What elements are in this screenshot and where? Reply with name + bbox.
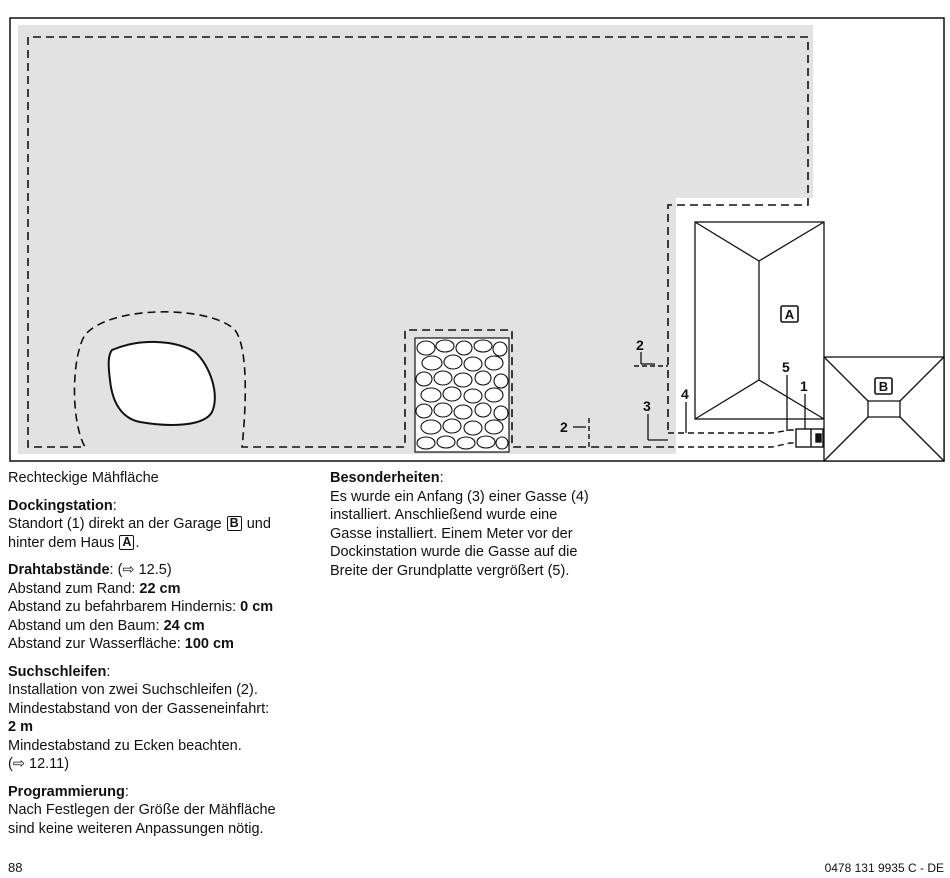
search-loops-line2: Mindestabstand von der Gasseneinfahrt: bbox=[8, 700, 270, 717]
right-text-column: Besonderheiten: Es wurde ein Anfang (3) … bbox=[330, 469, 620, 589]
search-loops-ref: (⇨ 12.11) bbox=[8, 756, 70, 772]
programming-line1: Nach Festlegen der Größe der Mähfläche bbox=[8, 802, 276, 818]
pond bbox=[107, 341, 216, 426]
callout-5: 5 bbox=[782, 359, 790, 375]
tree-distance-label: Abstand um den Baum: bbox=[8, 617, 164, 634]
garage-key: B bbox=[879, 379, 888, 394]
corridor-wire bbox=[668, 429, 798, 448]
water-distance-label: Abstand zur Wasserfläche: bbox=[8, 636, 185, 652]
special-features-heading: Besonderheiten bbox=[330, 470, 440, 486]
wire-distances-ref: : (⇨ 12.5) bbox=[109, 562, 172, 578]
search-loops-section: Suchschleifen: Installation von zwei Suc… bbox=[8, 663, 308, 774]
docking-section: Dockingstation: Standort (1) direkt an d… bbox=[8, 497, 271, 551]
garage-key-inline: B bbox=[226, 516, 242, 531]
house bbox=[694, 221, 825, 420]
docking-line2-pre: hinter dem Haus bbox=[8, 534, 115, 551]
callout-2-bottom: 2 bbox=[560, 419, 568, 435]
programming-heading: Programmierung bbox=[8, 783, 125, 800]
docking-heading: Dockingstation bbox=[8, 497, 113, 514]
callout-1: 1 bbox=[800, 378, 808, 394]
special-features-line-1: Es wurde ein Anfang (3) einer Gasse (4) bbox=[330, 488, 589, 505]
search-loops-value: 2 m bbox=[8, 719, 33, 735]
document-code: 0478 131 9935 C - DE bbox=[824, 861, 944, 875]
special-features-line-2: installiert. Anschließend wurde eine bbox=[330, 507, 558, 523]
water-distance-value: 100 cm bbox=[184, 636, 234, 652]
callout-4: 4 bbox=[681, 386, 689, 402]
page-number: 88 bbox=[8, 860, 23, 875]
house-key: A bbox=[785, 307, 795, 322]
special-features-line-4: Dockinstation wurde die Gasse auf die bbox=[330, 544, 578, 560]
tree-distance-value: 24 cm bbox=[163, 617, 205, 634]
garage-key-box bbox=[874, 377, 893, 395]
house-key-box bbox=[780, 305, 799, 323]
garage bbox=[823, 356, 945, 462]
wire-distances-section: Drahtabstände: (⇨ 12.5) Abstand zum Rand… bbox=[8, 561, 308, 654]
search-loops-heading: Suchschleifen bbox=[8, 663, 107, 680]
callout-2-top: 2 bbox=[636, 337, 644, 353]
special-features-line-5: Breite der Grundplatte vergrößert (5). bbox=[330, 562, 570, 579]
special-features-section: Besonderheiten: Es wurde ein Anfang (3) … bbox=[330, 469, 620, 580]
stone-bed bbox=[414, 337, 510, 453]
docking-line1-pre: Standort (1) direkt an der Garage bbox=[8, 516, 222, 532]
programming-section: Programmierung: Nach Festlegen der Größe… bbox=[8, 783, 308, 839]
edge-distance-value: 22 cm bbox=[139, 580, 181, 597]
edge-distance-label: Abstand zum Rand: bbox=[8, 580, 140, 597]
programming-line2: sind keine weiteren Anpassungen nötig. bbox=[8, 820, 264, 837]
callout-3: 3 bbox=[643, 398, 651, 414]
obstacle-distance-value: 0 cm bbox=[240, 599, 274, 615]
boundary-wire bbox=[27, 36, 809, 448]
special-features-line-3: Gasse installiert. Einem Meter vor der bbox=[330, 525, 573, 542]
house-key-inline: A bbox=[119, 534, 135, 550]
search-loops-line1: Installation von zwei Suchschleifen (2). bbox=[8, 682, 258, 698]
left-text-column: Rechteckige Mähfläche Dockingstation: St… bbox=[8, 469, 308, 847]
area-type: Rechteckige Mähfläche bbox=[8, 470, 159, 486]
lawn-area bbox=[18, 25, 813, 454]
wire-distances-heading: Drahtabstände bbox=[8, 562, 110, 578]
callout-leaders bbox=[573, 352, 806, 441]
obstacle-distance-label: Abstand zu befahrbarem Hindernis: bbox=[8, 599, 241, 615]
docking-line1-post: und bbox=[246, 516, 271, 532]
docking-line2-post: . bbox=[135, 534, 140, 551]
garden-layout-diagram: A B 2 bbox=[9, 17, 945, 462]
search-loops-line3: Mindestabstand zu Ecken beachten. bbox=[8, 737, 242, 754]
docking-station bbox=[795, 428, 824, 448]
